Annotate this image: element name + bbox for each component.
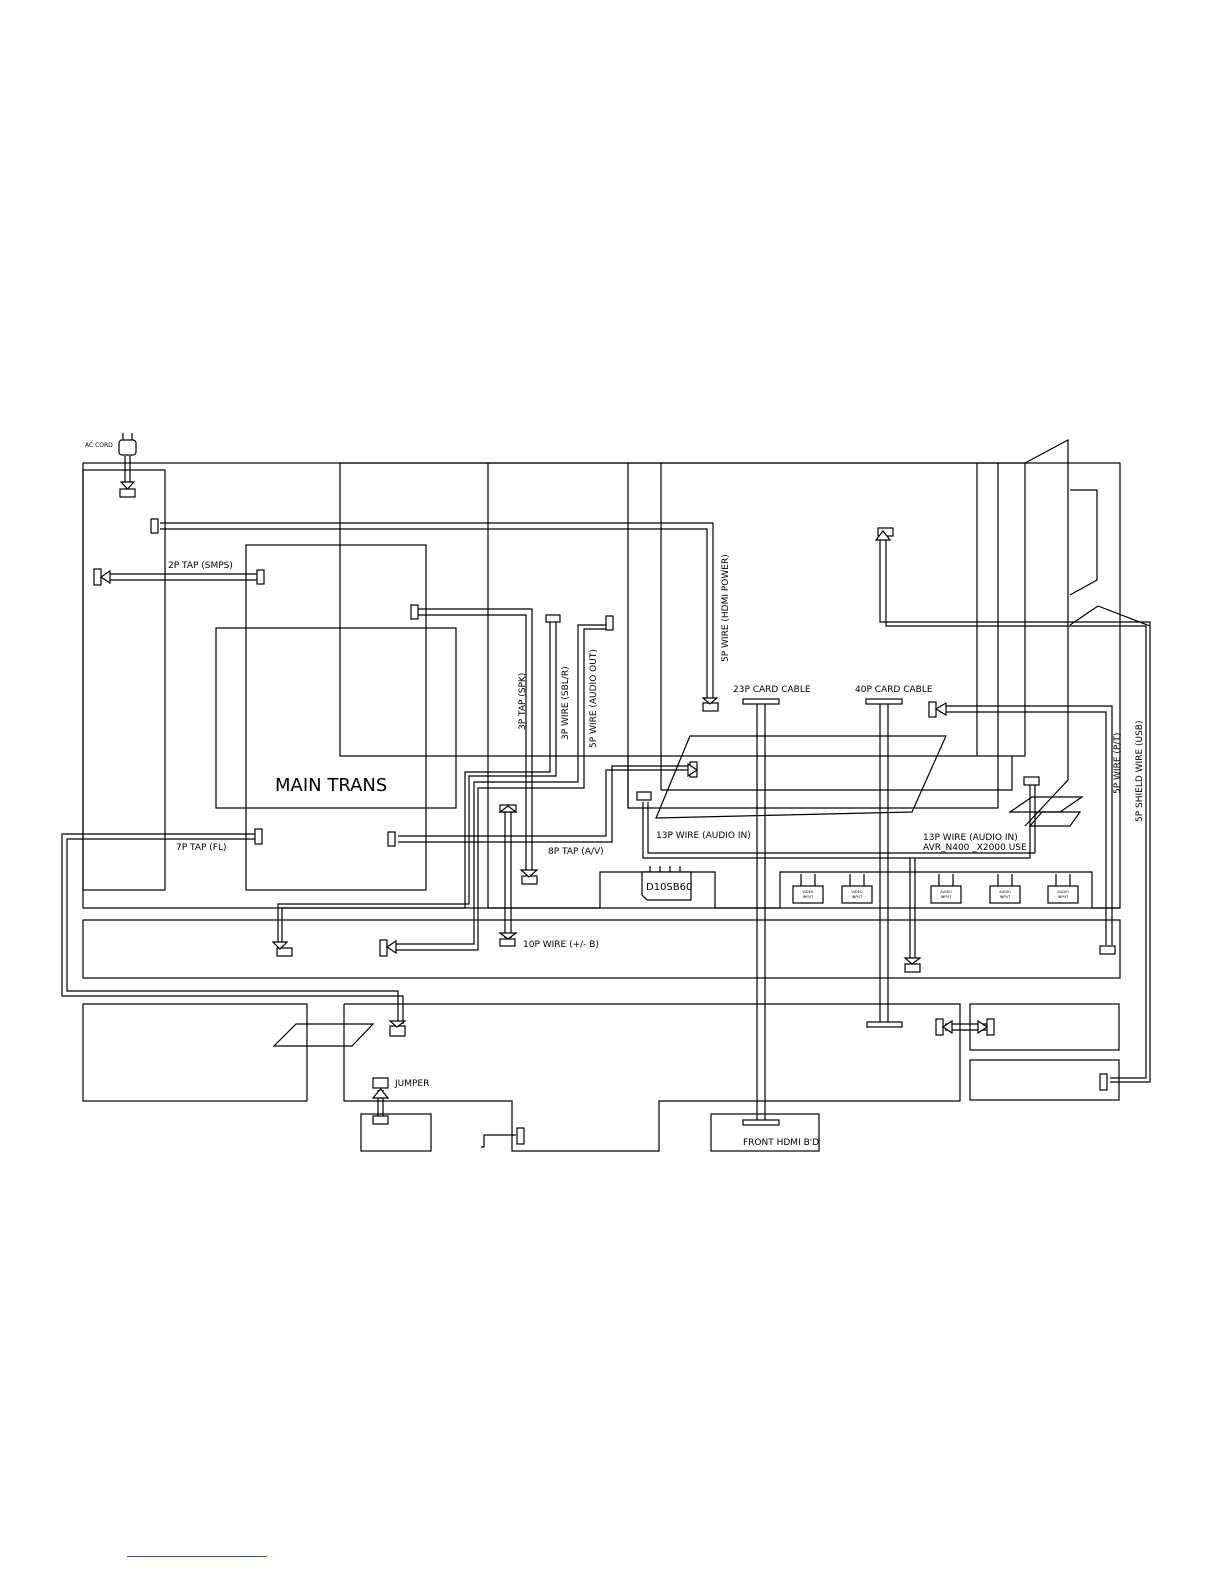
ac-plug-icon <box>118 433 137 456</box>
chassis-outlines <box>82 438 1121 1152</box>
connector-ac <box>119 488 136 498</box>
footer-link-underline <box>127 1556 267 1557</box>
dsp-board <box>655 735 947 819</box>
arrow-smps <box>99 569 111 585</box>
connector-40p-top <box>865 698 903 705</box>
right-board-2 <box>969 1059 1120 1101</box>
arrow-fl <box>388 1020 407 1028</box>
lower-board <box>82 919 1121 979</box>
jack-label-line1: VIDEO <box>851 890 862 894</box>
sub-board-2 <box>1028 811 1082 827</box>
label-5p-shield-usb: 5P SHIELD WIRE (USB) <box>1135 721 1145 823</box>
label-3p-spk: 3P TAP (SPK) <box>518 673 528 730</box>
connector-audio-out-dst <box>379 939 388 957</box>
arrow-10p-bottom <box>498 932 518 940</box>
connector-hdmi-power-src <box>150 518 159 534</box>
bottom-left-board <box>82 1003 308 1102</box>
connector-smps-right <box>256 569 265 585</box>
label-main-trans: MAIN TRANS <box>275 775 387 796</box>
connector-40p-branch <box>904 963 921 973</box>
arrow-10p-top <box>498 805 518 813</box>
label-5p-hdmi-power: 5P WIRE (HDMI POWER) <box>721 554 731 662</box>
label-23p-card: 23P CARD CABLE <box>733 685 811 695</box>
jumper-board <box>360 1113 432 1152</box>
label-13p-audio-in-2: 13P WIRE (AUDIO IN) <box>923 833 1018 843</box>
connector-fl <box>254 828 263 845</box>
connector-usb-dst <box>1099 1073 1108 1091</box>
jack-label-line1: AUDIO <box>999 890 1011 894</box>
arrow-top-right <box>874 530 892 541</box>
label-5p-pt: 5P WIRE (P/T) <box>1113 733 1123 794</box>
arrow-40p-branch <box>903 957 922 965</box>
connector-av-src <box>387 831 396 847</box>
label-d10sb60: D10SB60 <box>646 882 692 893</box>
arrow-hdmi-power <box>701 697 719 705</box>
connector-bottom-hook <box>516 1127 525 1145</box>
jack-label-line1: VIDEO <box>802 890 813 894</box>
connector-audio-out <box>605 615 614 631</box>
jack-label-line2: INPUT <box>803 895 814 899</box>
jack-label-line1: AUDIO <box>1057 890 1069 894</box>
connector-23p-top <box>742 698 780 705</box>
jack-label-line2: INPUT <box>852 895 863 899</box>
connector-40p-bottom <box>866 1021 903 1028</box>
arrow-audio-out <box>385 939 397 955</box>
jack-label-line2: INPUT <box>941 895 952 899</box>
label-40p-card: 40P CARD CABLE <box>855 685 933 695</box>
arrow-pt <box>934 701 947 717</box>
connector-fl-dst <box>389 1025 406 1037</box>
part-d10sb60 <box>641 871 692 901</box>
jack-label-line2: INPUT <box>1000 895 1011 899</box>
connector-23p-bottom <box>742 1119 780 1126</box>
connector-jumper-top <box>372 1077 389 1089</box>
connector-pt-src <box>928 701 937 718</box>
connector-13p-a <box>636 791 652 801</box>
arrow-link-b <box>977 1019 989 1035</box>
jack-label-line1: AUDIO <box>940 890 952 894</box>
smps-board <box>82 469 166 891</box>
label-5p-audio-out: 5P WIRE (AUDIO OUT) <box>589 649 599 748</box>
label-ac-cord: AC CORD <box>85 442 113 449</box>
arrow-jumper <box>371 1088 390 1099</box>
connector-pt-dst <box>1099 945 1116 955</box>
label-7p-fl: 7P TAP (FL) <box>176 843 226 853</box>
arrow-spk <box>519 869 539 878</box>
rear-jacks: VIDEOINPUTVIDEOINPUTAUDIOINPUTAUDIOINPUT… <box>792 874 1079 904</box>
right-board-1 <box>969 1003 1120 1051</box>
power-board <box>245 544 427 891</box>
label-front-hdmi: FRONT HDMI B'D <box>743 1138 819 1148</box>
label-13p-audio-in-1: 13P WIRE (AUDIO IN) <box>656 831 751 841</box>
connector-sbl-dst <box>276 947 293 957</box>
arrow-sbl <box>271 941 289 950</box>
sub-board-1 <box>1008 796 1084 813</box>
label-jumper: JUMPER <box>394 1079 429 1089</box>
label-8p-av: 8P TAP (A/V) <box>548 847 604 857</box>
label-3p-sbl: 3P WIRE (SBL/R) <box>561 666 571 740</box>
arrow-link-a <box>941 1019 953 1035</box>
main-board <box>339 462 1026 757</box>
main-trans-block <box>215 627 457 809</box>
connector-13p-b <box>1023 776 1040 786</box>
connectors <box>93 433 1116 1145</box>
connector-jumper-bottom <box>372 1115 389 1125</box>
connector-10p-bottom <box>499 938 516 947</box>
arrow-av <box>687 762 699 778</box>
labels: AC CORD 2P TAP (SMPS) MAIN TRANS 7P TAP … <box>85 442 1145 1148</box>
wires <box>61 456 1151 1148</box>
bottom-flex-board <box>272 1023 375 1047</box>
label-model-note: AVR_N400 _X2000 USE <box>923 843 1027 853</box>
jack-label-line2: INPUT <box>1058 895 1069 899</box>
connector-spk-src <box>410 604 419 620</box>
label-10p-b: 10P WIRE (+/- B) <box>523 940 599 950</box>
label-2p-smps: 2P TAP (SMPS) <box>168 561 233 571</box>
connector-sbl <box>545 614 561 623</box>
